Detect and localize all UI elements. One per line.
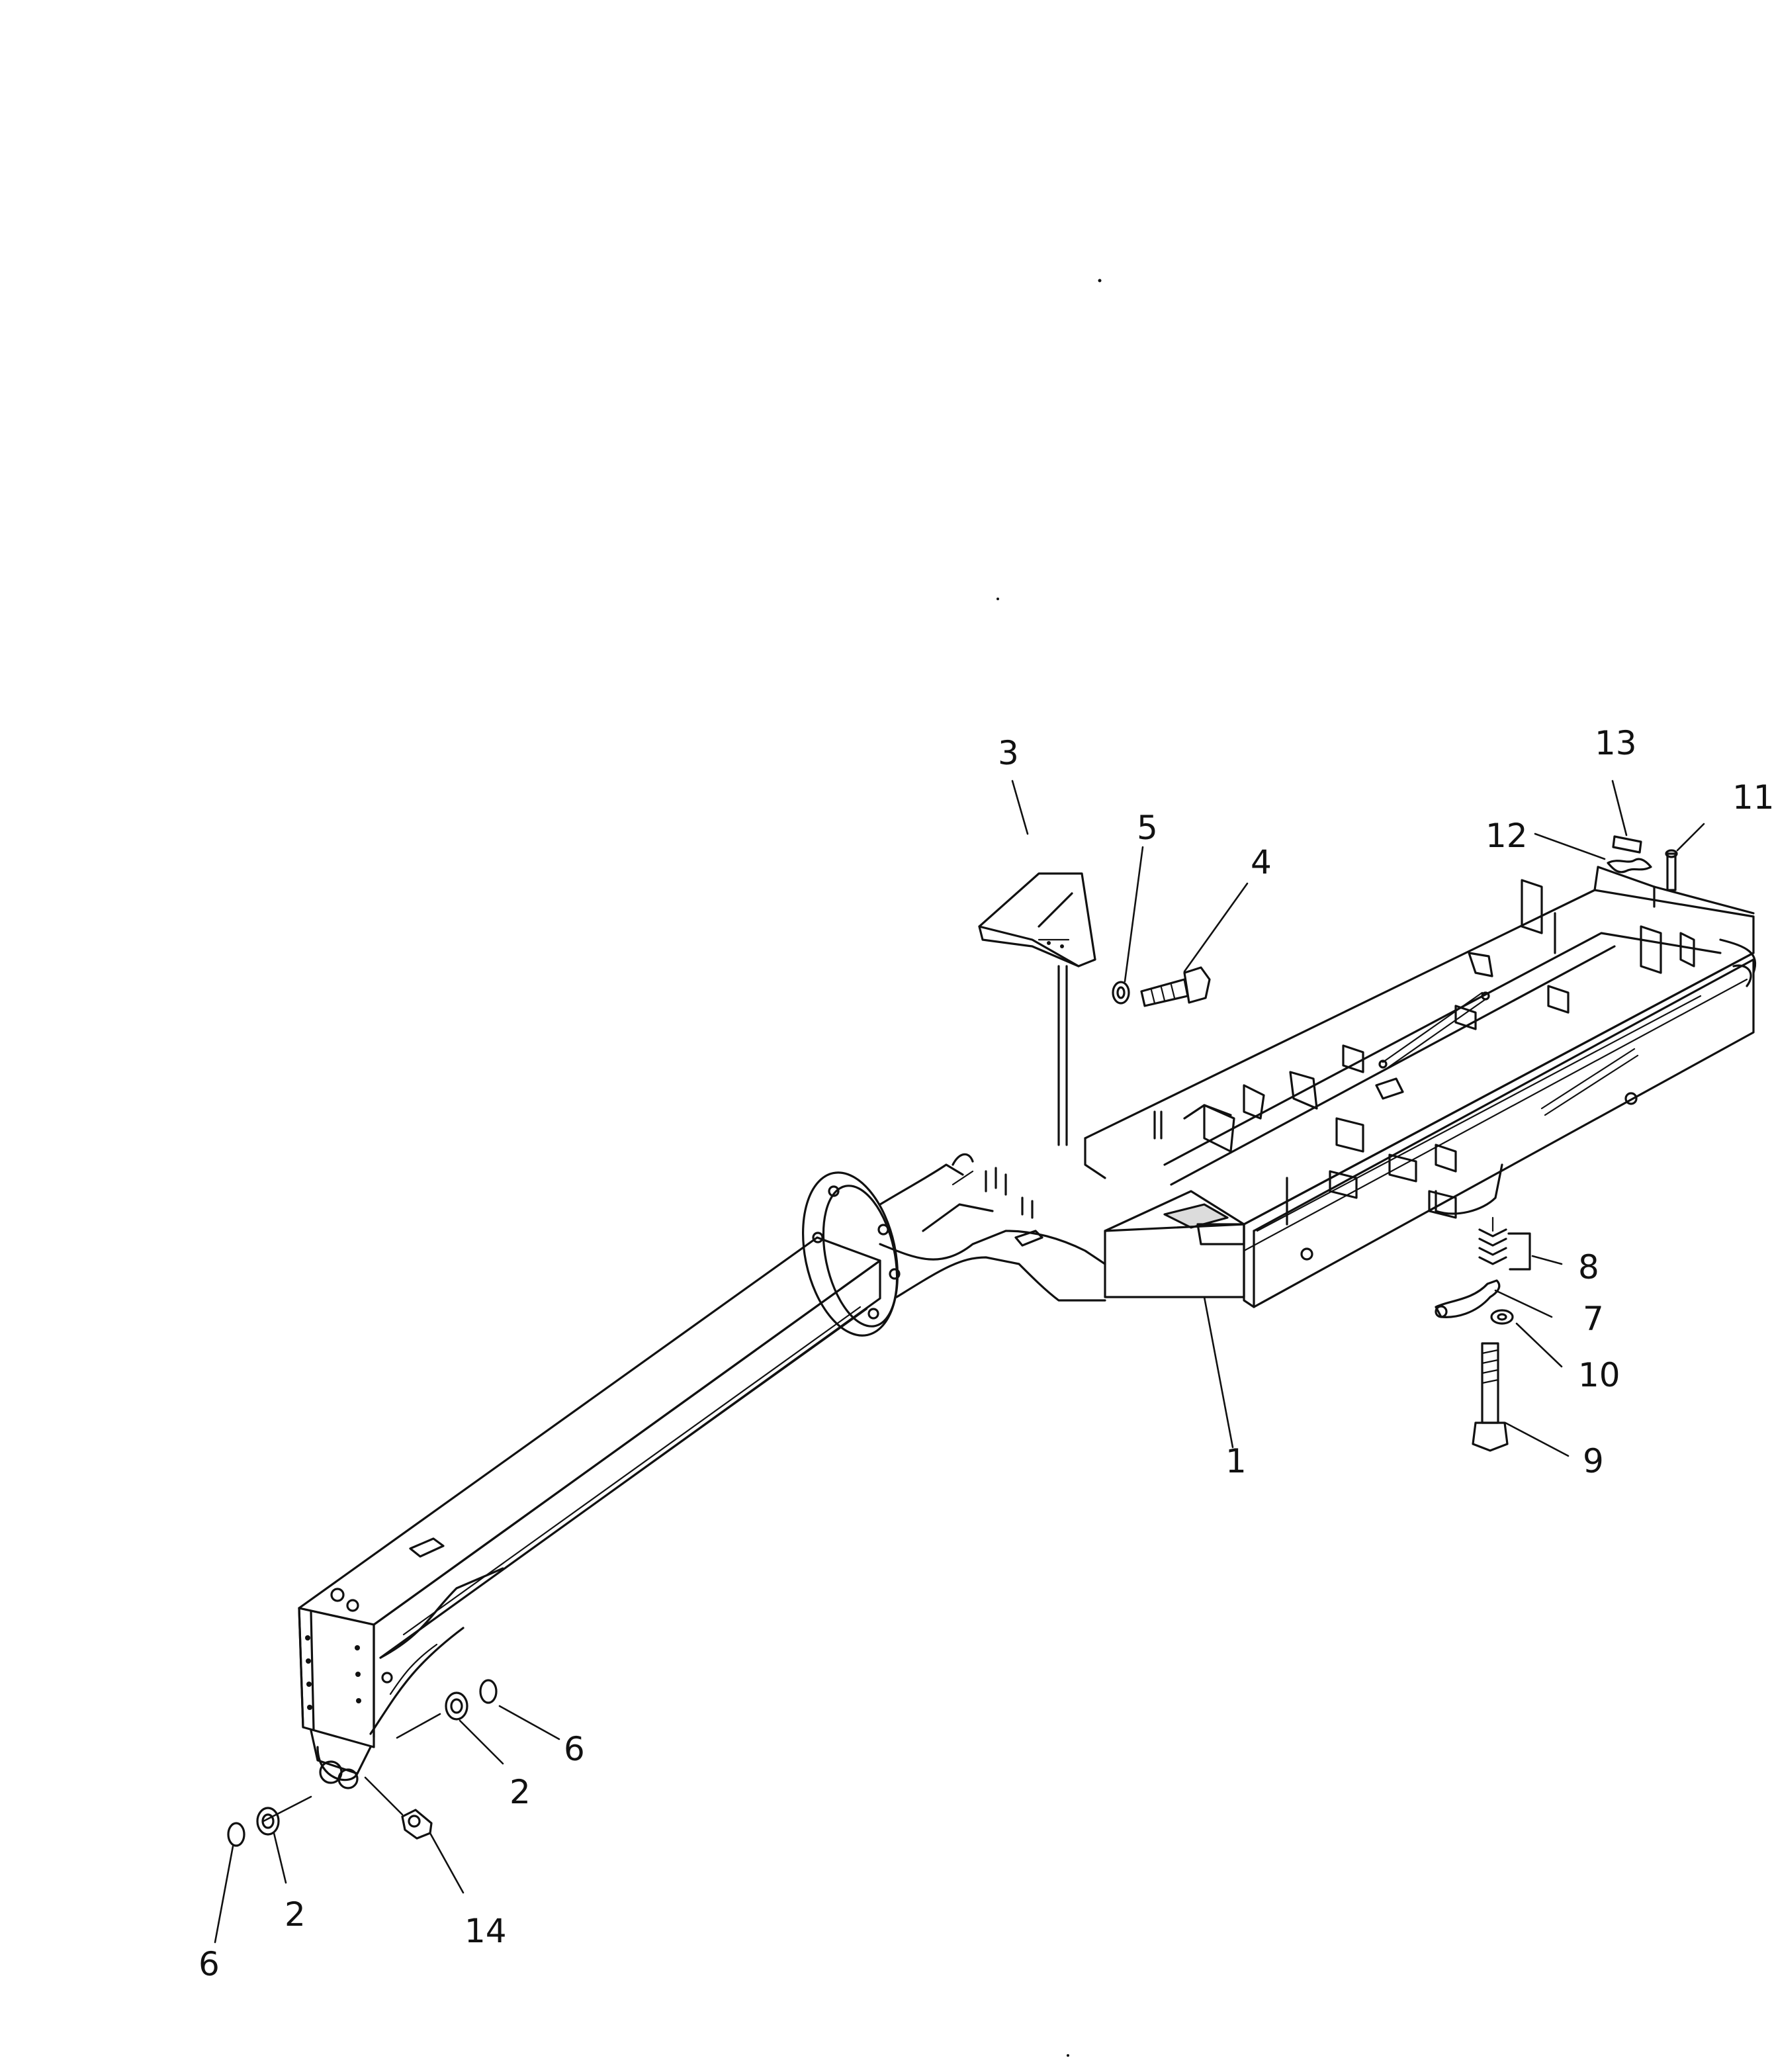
callout-7: 7 xyxy=(1583,1300,1604,1338)
callout-8: 8 xyxy=(1578,1248,1599,1286)
neck-section xyxy=(879,1153,1106,1302)
main-frame xyxy=(1084,866,1757,1308)
callout-13: 13 xyxy=(1595,724,1637,762)
end-plate xyxy=(298,1607,375,1789)
leader-lines xyxy=(214,780,1705,1944)
callout-10: 10 xyxy=(1578,1356,1620,1394)
part-6-ring-left xyxy=(227,1822,245,1847)
flange xyxy=(801,1171,901,1337)
part-3-bracket xyxy=(978,872,1096,1146)
part-6-ring-right xyxy=(479,1679,498,1704)
callout-labels: 1 2 2 3 4 5 6 6 7 8 9 10 11 12 13 14 xyxy=(199,724,1772,1983)
callout-6: 6 xyxy=(199,1945,220,1983)
part-4-bolt xyxy=(1140,966,1211,1007)
callout-2: 2 xyxy=(509,1773,531,1811)
part-7-clamp xyxy=(1435,1279,1501,1318)
part-2-bushing-right xyxy=(445,1691,468,1721)
callout-5: 5 xyxy=(1137,809,1158,847)
callout-3: 3 xyxy=(998,734,1019,772)
part-13-pin xyxy=(1612,835,1642,854)
scan-specks xyxy=(997,279,1102,2057)
frame-assembly xyxy=(298,866,1757,1789)
part-5-washer xyxy=(1112,981,1130,1005)
callout-4: 4 xyxy=(1251,843,1272,881)
part-14-grease-fitting xyxy=(401,1809,433,1840)
part-10-washer xyxy=(1490,1309,1514,1325)
part-8-shims xyxy=(1478,1216,1531,1271)
part-2-bushing-left xyxy=(256,1807,280,1836)
callout-12: 12 xyxy=(1485,817,1528,855)
callout-11: 11 xyxy=(1732,778,1772,817)
part-11-pin xyxy=(1665,849,1678,891)
part-12-clip xyxy=(1607,858,1652,874)
part-9-bolt xyxy=(1472,1342,1509,1452)
callout-1: 1 xyxy=(1225,1442,1247,1480)
boom-arm xyxy=(298,1236,881,1738)
callout-9: 9 xyxy=(1583,1442,1604,1480)
callout-6: 6 xyxy=(564,1730,585,1768)
callout-14: 14 xyxy=(465,1912,507,1950)
callout-2: 2 xyxy=(285,1895,306,1934)
